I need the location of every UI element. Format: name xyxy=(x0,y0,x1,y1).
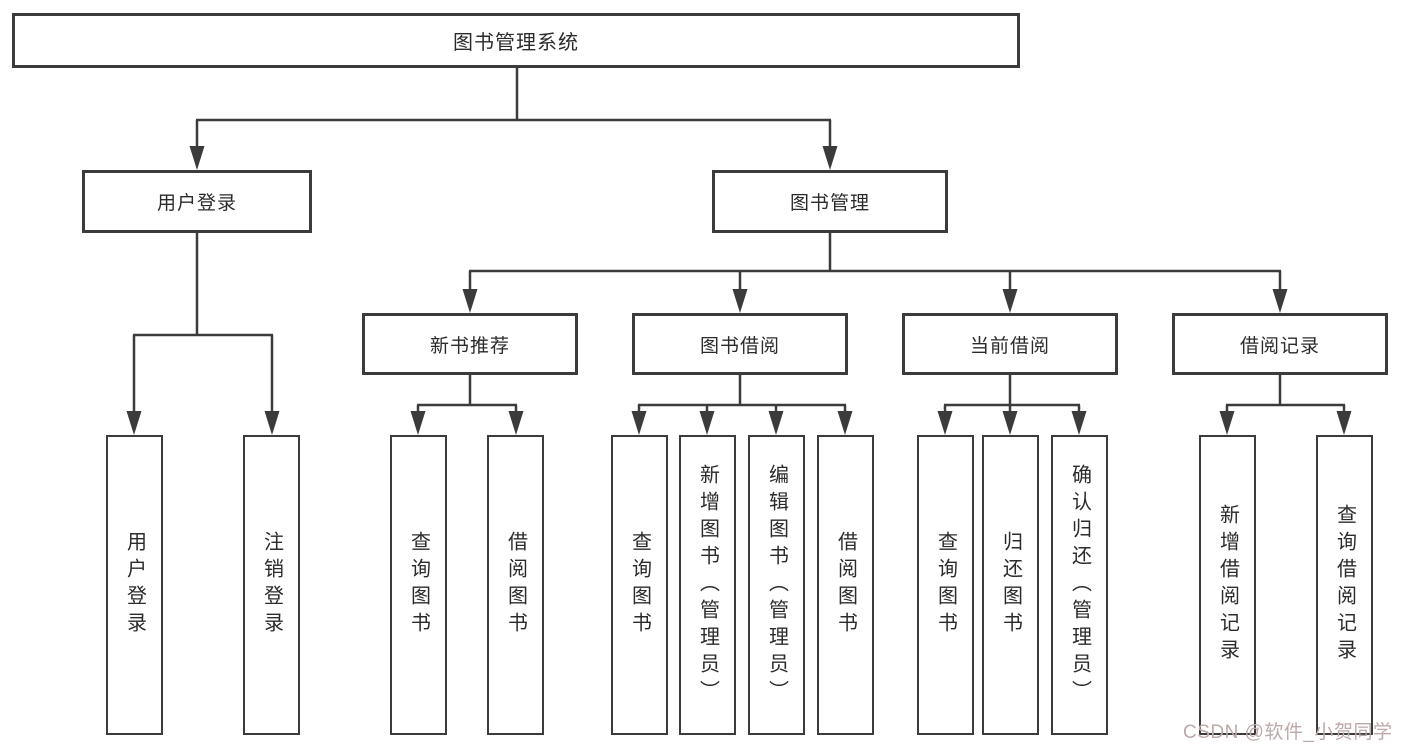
leaf-add-book-admin: 新增图书（管理员） xyxy=(679,435,736,735)
node-current-borrow: 当前借阅 xyxy=(902,313,1118,375)
connector-recommend-to-leaves xyxy=(416,375,518,413)
leaf-borrow-query-book-label: 查询图书 xyxy=(628,531,651,639)
node-user-login-label: 用户登录 xyxy=(156,193,237,214)
connector-current-to-leaves xyxy=(943,375,1081,413)
arrowheads-level3 xyxy=(462,289,1288,313)
node-borrow-records-label: 借阅记录 xyxy=(1239,335,1320,357)
leaf-logout-label: 注销登录 xyxy=(260,531,283,639)
leaf-edit-book-admin: 编辑图书（管理员） xyxy=(748,435,805,735)
arrowheads-userlogin xyxy=(126,411,280,435)
connector-root-to-level2 xyxy=(195,68,832,148)
leaf-borrow-book-label: 借阅图书 xyxy=(834,531,857,639)
csdn-watermark: CSDN @软件_小贺同学 xyxy=(1183,722,1393,743)
node-user-login: 用户登录 xyxy=(82,170,312,233)
node-borrow-records: 借阅记录 xyxy=(1172,313,1388,375)
leaf-confirm-return-admin: 确认归还（管理员） xyxy=(1051,435,1108,735)
node-root-library-system: 图书管理系统 xyxy=(12,13,1020,68)
node-book-borrow-label: 图书借阅 xyxy=(699,335,780,357)
node-new-book-recommend-label: 新书推荐 xyxy=(429,335,510,357)
leaf-user-login: 用户登录 xyxy=(106,435,163,735)
leaf-confirm-return-admin-label: 确认归还（管理员） xyxy=(1068,463,1091,707)
leaf-current-query-book-label: 查询图书 xyxy=(934,531,957,639)
leaf-edit-book-admin-label: 编辑图书（管理员） xyxy=(765,463,788,707)
connector-records-to-leaves xyxy=(1225,375,1346,413)
leaf-logout: 注销登录 xyxy=(243,435,300,735)
arrowheads-level2 xyxy=(189,146,838,170)
node-book-borrow: 图书借阅 xyxy=(632,313,848,375)
leaf-current-query-book: 查询图书 xyxy=(917,435,974,735)
node-current-borrow-label: 当前借阅 xyxy=(969,335,1050,357)
leaf-return-book-label: 归还图书 xyxy=(999,531,1022,639)
connector-borrow-to-leaves xyxy=(637,375,847,413)
leaf-add-borrow-record-label: 新增借阅记录 xyxy=(1216,504,1239,666)
node-root-label: 图书管理系统 xyxy=(453,32,579,54)
node-new-book-recommend: 新书推荐 xyxy=(362,313,578,375)
node-book-management: 图书管理 xyxy=(712,170,948,233)
leaf-return-book: 归还图书 xyxy=(982,435,1039,735)
leaf-recommend-borrow-book: 借阅图书 xyxy=(487,435,544,735)
leaf-query-borrow-record: 查询借阅记录 xyxy=(1316,435,1373,735)
leaf-query-borrow-record-label: 查询借阅记录 xyxy=(1333,504,1356,666)
arrowheads-leaves xyxy=(410,411,1352,435)
leaf-borrow-query-book: 查询图书 xyxy=(611,435,668,735)
leaf-add-borrow-record: 新增借阅记录 xyxy=(1199,435,1256,735)
leaf-recommend-query-book-label: 查询图书 xyxy=(407,531,430,639)
connector-bookmgmt-to-level3 xyxy=(468,233,1282,291)
node-book-management-label: 图书管理 xyxy=(789,193,870,214)
leaf-recommend-borrow-book-label: 借阅图书 xyxy=(504,531,527,639)
leaf-add-book-admin-label: 新增图书（管理员） xyxy=(696,463,719,707)
leaf-recommend-query-book: 查询图书 xyxy=(390,435,447,735)
leaf-borrow-book: 借阅图书 xyxy=(817,435,874,735)
leaf-user-login-label: 用户登录 xyxy=(123,531,146,639)
connector-userlogin-to-leaves xyxy=(132,233,274,413)
